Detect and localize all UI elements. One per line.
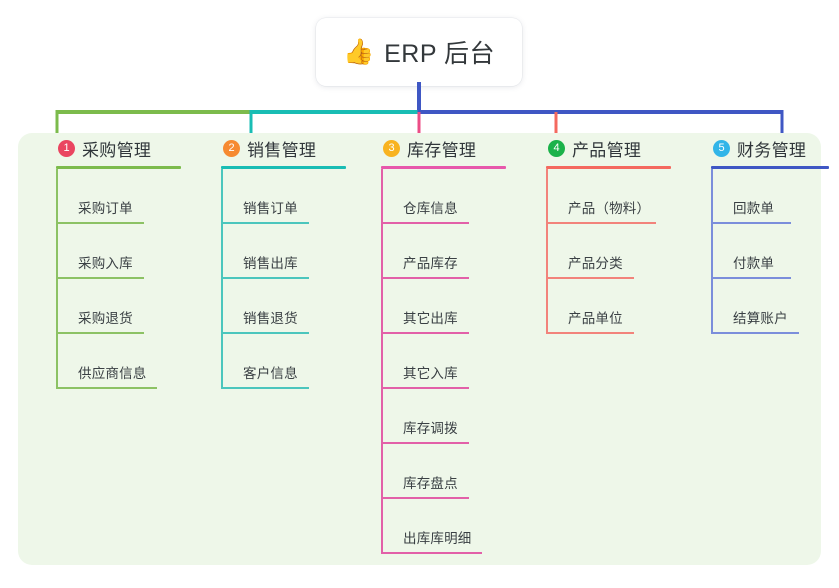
branch-spine-1	[56, 169, 58, 389]
branch-title-1: 采购管理	[82, 140, 152, 160]
branches-panel	[18, 133, 821, 565]
leaf-item-underline	[381, 332, 469, 334]
leaf-item-underline	[381, 497, 469, 499]
leaf-item-label: 客户信息	[243, 366, 298, 381]
leaf-item-underline	[381, 277, 469, 279]
leaf-item-label: 回款单	[733, 201, 775, 216]
leaf-item-label: 其它出库	[403, 311, 458, 326]
branch-header-4[interactable]: 4 产品管理	[528, 133, 641, 163]
branch-badge-1: 1	[58, 139, 75, 157]
leaf-item-underline	[711, 222, 791, 224]
leaf-item-underline	[56, 332, 144, 334]
leaf-item-label: 产品单位	[568, 311, 623, 326]
leaf-item-label: 销售订单	[243, 201, 298, 216]
branch-spine-4	[546, 169, 548, 334]
branch-badge-3: 3	[383, 139, 400, 157]
branch-spine-3	[381, 169, 383, 554]
thumbs-up-icon: 👍	[342, 37, 375, 66]
branch-underline-3	[381, 166, 506, 169]
branch-underline-2	[221, 166, 346, 169]
leaf-item-label: 供应商信息	[78, 366, 147, 381]
branch-spine-2	[221, 169, 223, 389]
leaf-item-label: 库存盘点	[403, 476, 458, 491]
leaf-item-underline	[56, 277, 144, 279]
branch-header-1[interactable]: 1 采购管理	[38, 133, 151, 163]
leaf-item-underline	[221, 332, 309, 334]
leaf-item-underline	[221, 387, 309, 389]
leaf-item-underline	[546, 222, 656, 224]
leaf-item-label: 产品（物料）	[568, 201, 651, 216]
leaf-item-underline	[546, 277, 634, 279]
branch-header-3[interactable]: 3 库存管理	[363, 133, 476, 163]
branch-title-5: 财务管理	[737, 140, 807, 160]
leaf-item-label: 销售退货	[243, 311, 298, 326]
leaf-item-label: 销售出库	[243, 256, 298, 271]
branch-column-3: 3 库存管理仓库信息产品库存其它出库其它入库库存调拨库存盘点出库库明细	[363, 133, 506, 554]
root-node-card[interactable]: 👍 ERP 后台	[316, 18, 522, 86]
leaf-item-label: 结算账户	[733, 311, 788, 326]
leaf-item-label: 仓库信息	[403, 201, 458, 216]
branch-underline-5	[711, 166, 829, 169]
branch-header-5[interactable]: 5 财务管理	[693, 133, 806, 163]
leaf-item-label: 付款单	[733, 256, 775, 271]
branch-badge-5: 5	[713, 139, 730, 157]
leaf-item-underline	[56, 387, 157, 389]
branch-title-4: 产品管理	[572, 140, 642, 160]
leaf-item-label: 产品库存	[403, 256, 458, 271]
branch-column-4: 4 产品管理产品（物料） 产品分类产品单位	[528, 133, 671, 334]
leaf-item-label: 采购退货	[78, 311, 133, 326]
root-node-title: ERP 后台	[384, 40, 496, 68]
branch-header-2[interactable]: 2 销售管理	[203, 133, 316, 163]
branch-column-1: 1 采购管理采购订单采购入库采购退货供应商信息	[38, 133, 181, 389]
branch-columns: 1 采购管理采购订单采购入库采购退货供应商信息 2 销售管理销售订单销售出库销售退货客…	[18, 133, 829, 565]
leaf-item-label: 库存调拨	[403, 421, 458, 436]
leaf-item-label: 采购入库	[78, 256, 133, 271]
leaf-item-label: 产品分类	[568, 256, 623, 271]
leaf-item-underline	[381, 552, 482, 554]
branch-badge-2: 2	[223, 139, 240, 157]
branch-underline-1	[56, 166, 181, 169]
leaf-item-underline	[56, 222, 144, 224]
leaf-item-underline	[546, 332, 634, 334]
leaf-item-underline	[221, 277, 309, 279]
branch-title-2: 销售管理	[247, 140, 317, 160]
leaf-item-underline	[711, 332, 799, 334]
leaf-item-underline	[381, 442, 469, 444]
branch-column-5: 5 财务管理回款单付款单结算账户	[693, 133, 829, 334]
leaf-item-label: 采购订单	[78, 201, 133, 216]
branch-spine-5	[711, 169, 713, 334]
leaf-item-label: 其它入库	[403, 366, 458, 381]
leaf-item-underline	[381, 387, 469, 389]
leaf-item-underline	[381, 222, 469, 224]
leaf-item-underline	[711, 277, 791, 279]
branch-title-3: 库存管理	[407, 140, 477, 160]
leaf-item-underline	[221, 222, 309, 224]
branch-underline-4	[546, 166, 671, 169]
branch-column-2: 2 销售管理销售订单销售出库销售退货客户信息	[203, 133, 346, 389]
branch-badge-4: 4	[548, 139, 565, 157]
leaf-item-label: 出库库明细	[403, 531, 472, 546]
